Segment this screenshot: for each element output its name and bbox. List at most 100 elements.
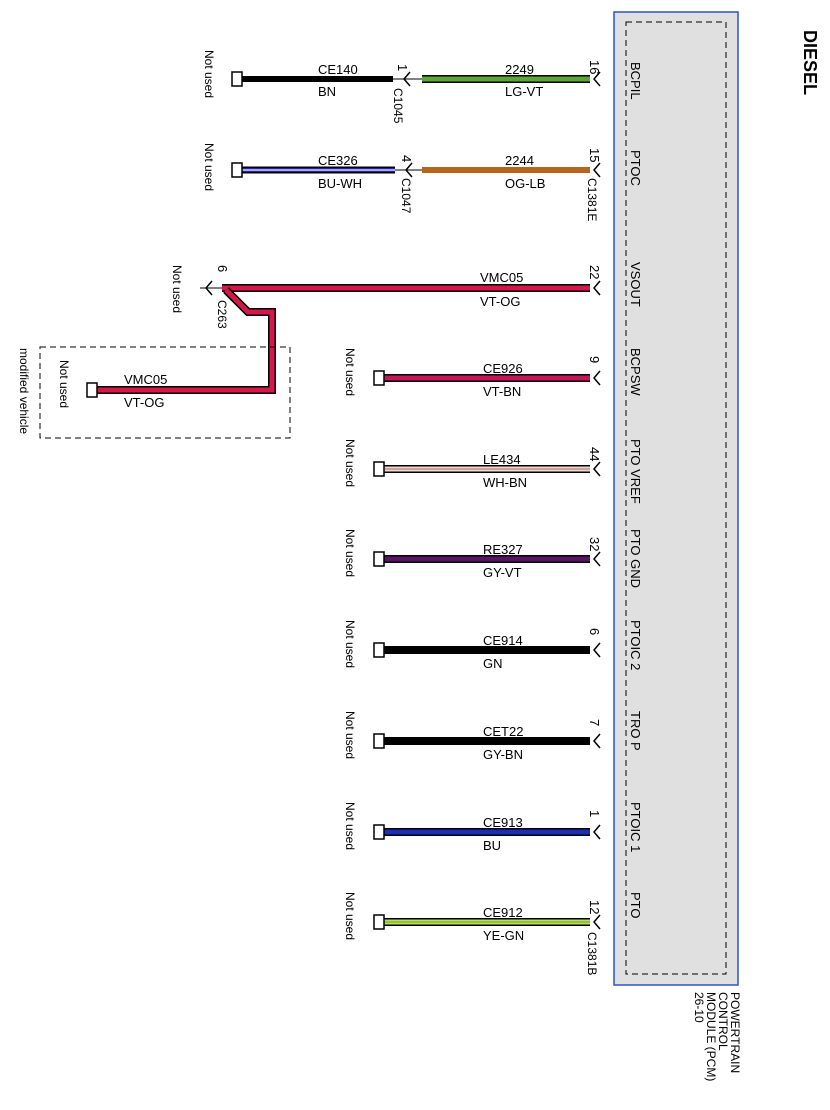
diagram-title: DIESEL [800, 30, 820, 95]
pcm-signal-name: PTO [628, 892, 643, 919]
terminal-not-used [373, 733, 385, 749]
modified-vehicle-label: modified vehicle [17, 348, 31, 434]
terminal-not-used [373, 461, 385, 477]
connector-arrow [593, 280, 601, 296]
terminal-not-used [373, 914, 385, 930]
connector-arrow [593, 642, 601, 658]
circuit-number: 2249 [505, 62, 534, 77]
pcm-signal-name: PTOIC 1 [628, 802, 643, 852]
wire-color-code: BU [483, 838, 501, 853]
inline-connector-id: C1045 [391, 88, 405, 124]
terminal-not-used [373, 824, 385, 840]
wire-color-code: VT-OG [480, 294, 520, 309]
connector-arrow [593, 162, 601, 178]
pcm-module-label-line: 26-10 [692, 992, 706, 1023]
wire-color-code: GN [483, 656, 503, 671]
pcm-module-label-line: CONTROL [716, 992, 730, 1051]
connector-arrow [593, 461, 601, 477]
modified-vehicle-box [39, 346, 291, 439]
terminal-not-used [231, 71, 243, 87]
pcm-pin-number: 6 [587, 628, 602, 635]
connector-arrow [593, 370, 601, 386]
pcm-signal-name: BCPSW [628, 348, 643, 396]
modified-not-used-label: Not used [57, 360, 71, 408]
not-used-label: Not used [343, 529, 357, 577]
circuit-number: 2244 [505, 153, 534, 168]
connector-arrow [593, 824, 601, 840]
wire-color-code: WH-BN [483, 475, 527, 490]
splice-wire [95, 288, 275, 393]
pcm-signal-name: PTOIC 2 [628, 620, 643, 670]
pcm-pin-number: 12 [587, 900, 602, 914]
pcm-pin-number: 1 [587, 810, 602, 817]
pcm-signal-name: TRO P [628, 711, 643, 751]
pcm-connector-id: C1381E [585, 178, 599, 221]
pcm-module-label-line: POWERTRAIN [728, 992, 742, 1073]
not-used-label: Not used [343, 711, 357, 759]
terminal-not-used [86, 382, 98, 398]
circuit-number: VMC05 [480, 270, 523, 285]
inline-connector-id: C1047 [399, 178, 413, 214]
pcm-pin-number: 9 [587, 356, 602, 363]
not-used-label: Not used [202, 50, 216, 98]
pcm-pin-number: 7 [587, 719, 602, 726]
not-used-label: Not used [343, 892, 357, 940]
far-wire-color-code: VT-OG [124, 395, 164, 410]
wire-color-code: GY-BN [483, 747, 523, 762]
pcm-module-label-line: MODULE (PCM) [704, 992, 718, 1081]
far-wire-color-code: BU-WH [318, 176, 362, 191]
terminal-not-used [373, 642, 385, 658]
far-wire-color-code: BN [318, 84, 336, 99]
circuit-number: CE926 [483, 361, 523, 376]
wire-row-bcpil: 2249 LG-VT CE140 BN 16 1 C1045 BCPIL Not… [202, 50, 643, 124]
pcm-connector-id: C1381B [585, 932, 599, 975]
terminal-not-used [373, 551, 385, 567]
not-used-label: Not used [343, 802, 357, 850]
far-circuit-number: VMC05 [124, 372, 167, 387]
circuit-number: RE327 [483, 542, 523, 557]
pcm-pin-number: 32 [587, 537, 602, 551]
wire-color-code: OG-LB [505, 176, 545, 191]
not-used-label: Not used [343, 620, 357, 668]
inline-connector-id: C263 [215, 300, 229, 329]
circuit-number: CE913 [483, 815, 523, 830]
connector-arrow [593, 71, 601, 87]
inline-pin-number: 1 [395, 64, 410, 71]
not-used-label: Not used [202, 143, 216, 191]
terminal-not-used [231, 162, 243, 178]
wire-color-code: VT-BN [483, 384, 521, 399]
pcm-pin-number: 16 [587, 60, 602, 74]
pcm-pin-number: 15 [587, 148, 602, 162]
wire-color-code: LG-VT [505, 84, 543, 99]
wire-row-vsout: VMC05 VT-OG VMC05 VT-OG 22 6 C263 VSOUT … [17, 262, 643, 439]
not-used-label: Not used [170, 265, 184, 313]
pcm-signal-name: VSOUT [628, 262, 643, 307]
circuit-number: CE912 [483, 905, 523, 920]
pcm-signal-name: BCPIL [628, 62, 643, 100]
connector-arrow [593, 914, 601, 930]
wire-color-code: YE-GN [483, 928, 524, 943]
inline-pin-number: 4 [399, 155, 414, 162]
circuit-number: CE914 [483, 633, 523, 648]
pcm-pin-number: 22 [587, 265, 602, 279]
wire-row-ptoc: 2244 OG-LB CE326 BU-WH 15 4 C1047 C1381E… [202, 143, 643, 221]
not-used-label: Not used [343, 439, 357, 487]
pcm-module-label: POWERTRAIN CONTROL MODULE (PCM) 26-10 [692, 992, 742, 1081]
wire-color-code: GY-VT [483, 565, 522, 580]
pcm-pin-number: 44 [587, 447, 602, 461]
connector-arrow [593, 733, 601, 749]
pcm-signal-name: PTO VREF [628, 439, 643, 504]
terminal-not-used [373, 370, 385, 386]
pcm-signal-name: PTO GND [628, 529, 643, 588]
pcm-module-box [613, 11, 739, 986]
far-circuit-number: CE326 [318, 153, 358, 168]
circuit-number: LE434 [483, 452, 521, 467]
pcm-module-inner-dashed [625, 21, 727, 975]
not-used-label: Not used [343, 348, 357, 396]
circuit-number: CET22 [483, 724, 523, 739]
connector-arrow [593, 551, 601, 567]
far-circuit-number: CE140 [318, 62, 358, 77]
inline-pin-number: 6 [215, 265, 230, 272]
